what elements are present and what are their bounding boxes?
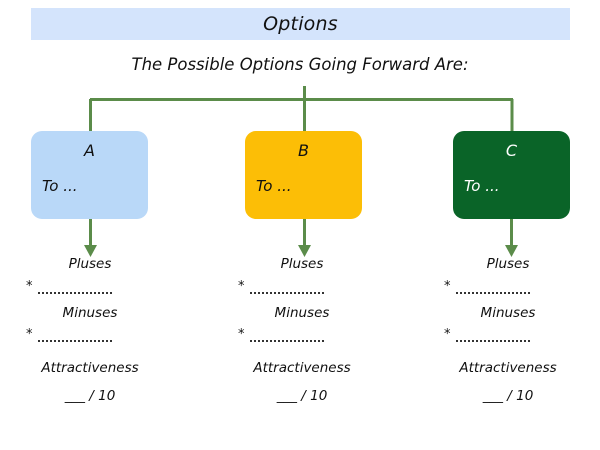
dotted-line-a-minus [37, 332, 112, 342]
option-box-a[interactable]: A To ... [31, 131, 148, 219]
minuses-label-c: Minuses [480, 304, 536, 321]
pluses-label-c: Pluses [486, 256, 530, 272]
attractiveness-label-c: Attractiveness [459, 360, 557, 376]
dotted-line-b-plus [249, 284, 324, 294]
pluses-bullet-a[interactable]: * [10, 278, 170, 294]
dotted-line-c-minus [455, 332, 530, 342]
bullet-marker-c-minus: * [444, 327, 451, 342]
pluses-label-b: Pluses [280, 256, 324, 272]
option-sublabel-a: To ... [42, 177, 78, 195]
subtitle-text: The Possible Options Going Forward Are: [131, 55, 469, 74]
option-letter-b: B [298, 141, 309, 160]
attractiveness-label-a: Attractiveness [41, 360, 139, 376]
option-box-b[interactable]: B To ... [245, 131, 362, 219]
bullet-marker-a-plus: * [26, 278, 33, 294]
minuses-label-b: Minuses [274, 304, 330, 321]
bullet-marker-b-plus: * [238, 278, 245, 294]
dotted-line-b-minus [249, 332, 324, 342]
detail-column-c: Pluses * Minuses * Attractiveness ___ / … [428, 256, 588, 404]
option-letter-c: C [505, 141, 518, 160]
pluses-bullet-c[interactable]: * [428, 278, 588, 294]
option-sublabel-b: To ... [256, 177, 292, 195]
minuses-bullet-b[interactable]: * [222, 327, 382, 342]
attractiveness-score-c[interactable]: ___ / 10 [482, 387, 534, 404]
attractiveness-label-b: Attractiveness [253, 360, 351, 376]
option-sublabel-c: To ... [464, 177, 500, 195]
pluses-label-a: Pluses [68, 256, 112, 272]
attractiveness-score-b[interactable]: ___ / 10 [276, 387, 328, 404]
minuses-bullet-a[interactable]: * [10, 327, 170, 342]
minuses-label-a: Minuses [62, 304, 118, 321]
bullet-marker-c-plus: * [444, 278, 451, 294]
bullet-marker-a-minus: * [26, 327, 33, 342]
attractiveness-score-a[interactable]: ___ / 10 [64, 387, 116, 404]
detail-column-b: Pluses * Minuses * Attractiveness ___ / … [222, 256, 382, 404]
dotted-line-a-plus [37, 284, 112, 294]
header-banner: Options [31, 8, 570, 40]
page-title: Options [263, 13, 338, 35]
dotted-line-c-plus [455, 284, 530, 294]
bullet-marker-b-minus: * [238, 327, 245, 342]
option-box-c[interactable]: C To ... [453, 131, 570, 219]
option-letter-a: A [84, 141, 95, 160]
minuses-bullet-c[interactable]: * [428, 327, 588, 342]
pluses-bullet-b[interactable]: * [222, 278, 382, 294]
detail-column-a: Pluses * Minuses * Attractiveness ___ / … [10, 256, 170, 404]
